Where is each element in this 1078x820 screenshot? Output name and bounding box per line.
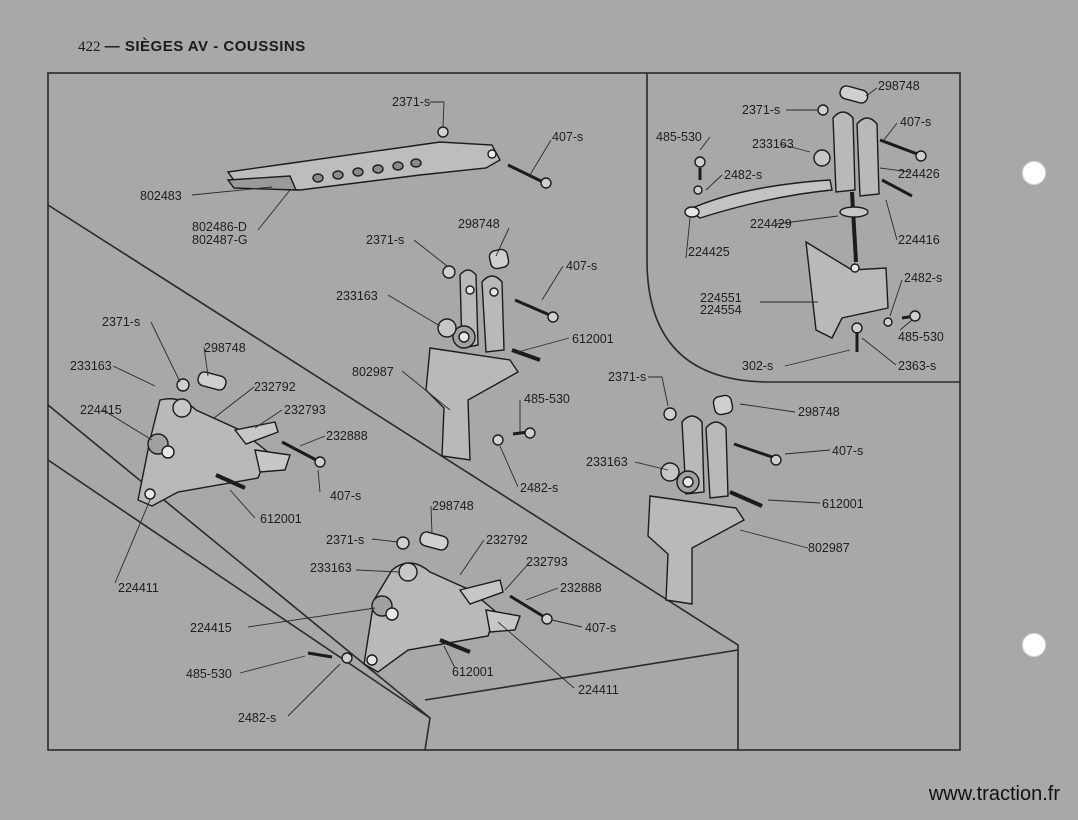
label-232792: 232792 [486,533,528,547]
page-number: 422 [78,39,101,55]
watermark-text: www.traction.fr [928,783,1060,805]
leader-lines [102,87,913,717]
label-298748: 298748 [878,79,920,93]
label-802987: 802987 [808,541,850,555]
label-298748: 298748 [204,341,246,355]
label-224411: 224411 [118,581,159,595]
label-233163: 233163 [70,359,112,373]
label-232888: 232888 [560,581,602,595]
label-612001: 612001 [260,512,302,526]
label-233163: 233163 [310,561,352,575]
label-485-530: 485-530 [186,667,232,681]
dash: — [104,38,125,55]
label-298748: 298748 [458,217,500,231]
label-224411: 224411 [578,683,619,697]
label-802483: 802483 [140,189,182,203]
label-2482-s: 2482-s [724,168,762,182]
label-407-s: 407-s [566,259,597,273]
label-224551: 224551 [700,291,742,305]
hinge-assembly-left [137,371,326,507]
label-224416: 224416 [898,233,940,247]
label-407-s: 407-s [585,621,616,635]
label-232793: 232793 [526,555,568,569]
label-224425: 224425 [688,245,730,259]
label-407-s: 407-s [832,444,863,458]
label-233163: 233163 [336,289,378,303]
binder-hole-bottom [1022,633,1046,657]
label-233163: 233163 [752,137,794,151]
label-224415: 224415 [80,403,122,417]
page-header: 422 — SIÈGES AV - COUSSINS [78,38,306,56]
section-title: SIÈGES AV - COUSSINS [124,38,306,55]
label-485-530: 485-530 [656,130,702,144]
seat-adjuster-mechanism [684,85,927,352]
label-232793: 232793 [284,403,326,417]
label-407-s: 407-s [552,130,583,144]
label-302-s: 302-s [742,359,773,373]
label-2371-s: 2371-s [608,370,646,384]
label-802486-d: 802486-D [192,220,247,234]
label-2371-s: 2371-s [102,315,140,329]
seat-slide-rail [226,126,552,191]
label-2363-s: 2363-s [898,359,936,373]
label-802487-g: 802487-G [192,233,248,247]
label-2371-s: 2371-s [326,533,364,547]
label-802987: 802987 [352,365,394,379]
label-298748: 298748 [798,405,840,419]
frame-lines [47,72,961,751]
label-612001: 612001 [452,665,494,679]
label-407-s: 407-s [900,115,931,129]
label-298748: 298748 [432,499,474,513]
label-2371-s: 2371-s [366,233,404,247]
binder-hole-top [1022,161,1046,185]
label-2371-s: 2371-s [392,95,430,109]
label-224429: 224429 [750,217,792,231]
label-224554: 224554 [700,303,742,317]
hinge-assembly-bottom [307,531,553,673]
hinge-bracket-right [647,394,782,605]
label-232792: 232792 [254,380,296,394]
label-2482-s: 2482-s [520,481,558,495]
label-2482-s: 2482-s [238,711,276,725]
label-485-530: 485-530 [524,392,570,406]
label-485-530: 485-530 [898,330,944,344]
label-612001: 612001 [822,497,864,511]
label-224415: 224415 [190,621,232,635]
part-labels: 2371-s 407-s 802483 802486-D 802487-G 29… [70,79,944,725]
label-232888: 232888 [326,429,368,443]
label-407-s: 407-s [330,489,361,503]
label-224426: 224426 [898,167,940,181]
label-2482-s: 2482-s [904,271,942,285]
hinge-bracket-center [425,248,559,461]
label-612001: 612001 [572,332,614,346]
label-2371-s: 2371-s [742,103,780,117]
label-233163: 233163 [586,455,628,469]
